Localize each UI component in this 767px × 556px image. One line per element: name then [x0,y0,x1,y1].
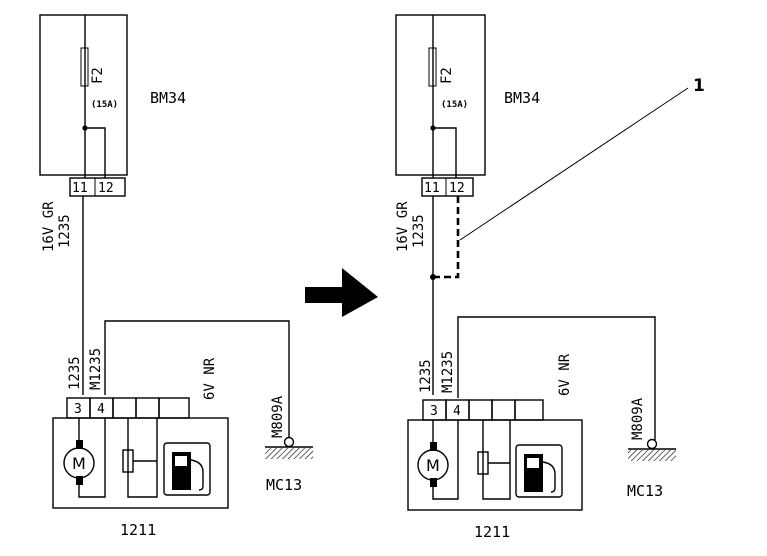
component-label-1211: 1211 [474,523,510,541]
ground-icon [628,438,676,461]
bm34-connector [421,177,474,197]
pump-pin-4: 4 [97,402,105,417]
wire-ground [104,320,290,438]
wire-number: 1235 [411,214,427,248]
wire-number: 1235 [57,214,73,248]
motor-icon: M [417,442,449,487]
pump-wire-a: 1235 [67,356,83,390]
callout-leader [459,87,689,241]
pump-wire-b: M1235 [440,351,456,393]
fuel-pump-icon [515,444,563,498]
pump-pin-4: 4 [453,404,461,419]
pump-unit-1211 [52,417,229,509]
callout-1: 1 [693,76,705,96]
pump-unit-1211 [407,419,583,511]
ground-wire-number: M809A [270,395,286,438]
fuse-label: F2 [90,67,106,84]
pump-pin-3: 3 [74,402,82,417]
fuel-pump-icon [163,442,211,496]
box-label-bm34: BM34 [504,89,540,107]
motor-icon: M [63,440,95,485]
ground-icon [265,436,313,459]
fuse-f2 [80,47,89,87]
svg-text:M: M [426,456,440,475]
wire-ground [457,316,656,440]
wire-spec: 16V GR [395,201,411,252]
fuse-rating: (15A) [91,100,118,110]
pump-pin-3: 3 [430,404,438,419]
bm34-connector [69,177,126,197]
ground-wire-number: M809A [630,397,646,440]
svg-text:M: M [72,454,86,473]
ground-label: MC13 [266,476,302,494]
box-label-bm34: BM34 [150,89,186,107]
pump-connector: 3 4 [422,399,544,421]
wire-spec: 16V GR [41,201,57,252]
fuse-label: F2 [439,67,455,84]
pump-connector: 3 4 [66,397,190,419]
bm34-box [39,14,128,176]
pin-12: 12 [449,181,465,196]
fuse-f2 [428,47,437,87]
fuse-rating: (15A) [441,100,468,110]
pin-11: 11 [424,181,440,196]
fuel-level-sender-icon [477,420,511,500]
bm34-box [395,14,486,176]
shunt-wire-dashed [433,196,460,279]
left-diagram: F2 (15A) 11 12 16V GR 1235 BM34 1235 M12… [39,14,313,539]
component-label-1211: 1211 [120,521,156,539]
ground-wire-spec: 6V NR [557,353,573,396]
pin-11: 11 [72,181,88,196]
ground-label: MC13 [627,482,663,500]
ground-wire-spec: 6V NR [202,357,218,400]
pump-wire-a: 1235 [418,359,434,393]
right-diagram: F2 (15A) 11 12 BM34 16V GR 1235 1 1235 M… [395,14,705,541]
pin-12: 12 [98,181,114,196]
arrow-right-icon [305,268,378,317]
fuel-level-sender-icon [122,418,158,498]
pump-wire-b: M1235 [88,348,104,390]
